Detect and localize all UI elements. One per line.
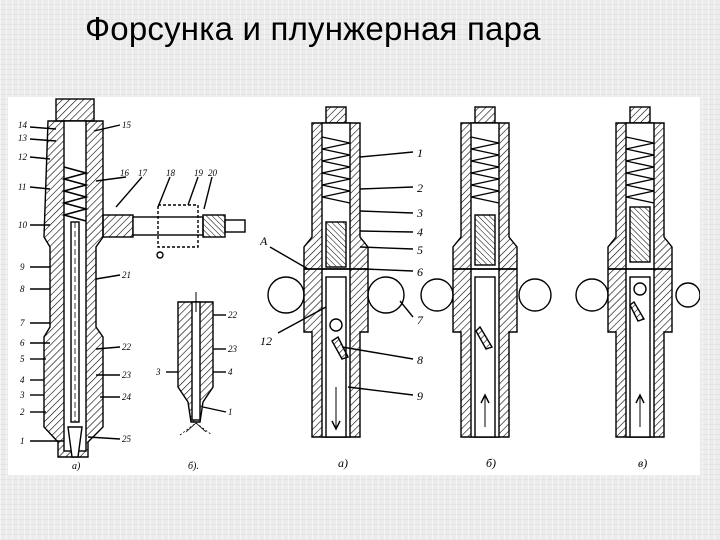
caption-b-left: б). xyxy=(188,461,199,472)
callout-12: 12 xyxy=(18,152,28,162)
callout-17: 17 xyxy=(138,168,148,178)
callout-20: 20 xyxy=(208,168,218,178)
plunger-callout-7: 7 xyxy=(417,313,424,327)
callout-6: 6 xyxy=(20,338,25,348)
plunger-stage-b xyxy=(420,106,552,438)
injector-section-drawing xyxy=(29,98,246,458)
nozzle-detail-drawing xyxy=(166,292,227,436)
nozzle-callout-23: 23 xyxy=(228,344,238,354)
plunger-stage-c xyxy=(575,106,701,438)
plunger-callout-4: 4 xyxy=(417,225,423,239)
plunger-callout-3: 3 xyxy=(416,206,423,220)
plunger-caption-a: а) xyxy=(338,456,348,470)
callout-23: 23 xyxy=(122,370,132,380)
nozzle-callout-4: 4 xyxy=(228,367,233,377)
callout-3: 3 xyxy=(19,390,25,400)
plunger-stage-a xyxy=(267,106,414,438)
figure-panel: 14 13 12 11 10 9 8 7 6 5 4 3 2 1 15 16 1… xyxy=(8,97,701,475)
nozzle-callout-1: 1 xyxy=(228,407,233,417)
callout-18: 18 xyxy=(166,168,176,178)
callout-10: 10 xyxy=(18,220,28,230)
callout-19: 19 xyxy=(194,168,204,178)
plunger-callout-5: 5 xyxy=(417,243,423,257)
caption-a-left: а) xyxy=(72,461,81,472)
plunger-callouts: 1 2 3 4 5 6 7 8 9 А 12 а) xyxy=(259,146,424,470)
callout-13: 13 xyxy=(18,133,28,143)
callout-2: 2 xyxy=(20,407,25,417)
nozzle-callouts: 22 23 3 4 1 б). xyxy=(155,310,238,472)
plunger-callout-8: 8 xyxy=(417,353,423,367)
plunger-callout-9: 9 xyxy=(417,389,423,403)
callout-22: 22 xyxy=(122,342,132,352)
callout-24: 24 xyxy=(122,392,132,402)
plunger-callout-2: 2 xyxy=(417,181,423,195)
plunger-caption-c: в) xyxy=(638,456,647,470)
nozzle-callout-3: 3 xyxy=(155,367,161,377)
callout-9: 9 xyxy=(20,262,25,272)
callout-1: 1 xyxy=(20,436,25,446)
injector-callouts: 14 13 12 11 10 9 8 7 6 5 4 3 2 1 15 16 1… xyxy=(18,120,218,472)
slide-title: Форсунка и плунжерная пара xyxy=(85,10,541,47)
callout-4: 4 xyxy=(20,375,25,385)
callout-15: 15 xyxy=(122,120,132,130)
callout-25: 25 xyxy=(122,434,132,444)
diagram-svg: 14 13 12 11 10 9 8 7 6 5 4 3 2 1 15 16 1… xyxy=(18,98,701,472)
callout-7: 7 xyxy=(20,318,25,328)
callout-16: 16 xyxy=(120,168,130,178)
callout-5: 5 xyxy=(20,354,25,364)
callout-14: 14 xyxy=(18,120,28,130)
plunger-callout-1: 1 xyxy=(417,146,423,160)
plunger-label-12: 12 xyxy=(260,334,272,348)
callout-8: 8 xyxy=(20,284,25,294)
plunger-caption-b: б) xyxy=(486,456,496,470)
plunger-callout-6: 6 xyxy=(417,265,423,279)
callout-21: 21 xyxy=(122,270,131,280)
callout-11: 11 xyxy=(18,182,26,192)
nozzle-callout-22: 22 xyxy=(228,310,238,320)
plunger-label-a: А xyxy=(259,234,268,248)
